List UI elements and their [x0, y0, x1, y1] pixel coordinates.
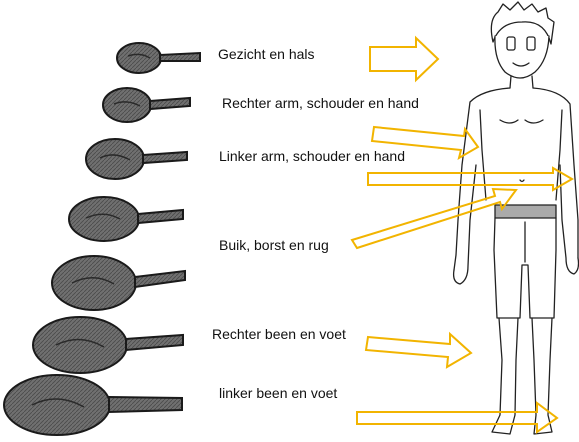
spoon-icon	[4, 375, 182, 435]
arrow-icon	[352, 189, 516, 248]
spoon-icon	[69, 197, 183, 241]
arrow-icon	[368, 168, 572, 190]
spoon-icon	[33, 317, 183, 373]
human-figure-icon	[454, 2, 579, 434]
spoon-icon	[52, 256, 185, 310]
spoon-icon	[103, 88, 190, 122]
spoon-icon	[86, 139, 187, 179]
spoon-icon	[117, 43, 200, 73]
arrow-icon	[357, 403, 557, 432]
arrow-icon	[370, 38, 438, 80]
arrow-icon	[366, 334, 471, 367]
arrow-icon	[372, 127, 478, 158]
